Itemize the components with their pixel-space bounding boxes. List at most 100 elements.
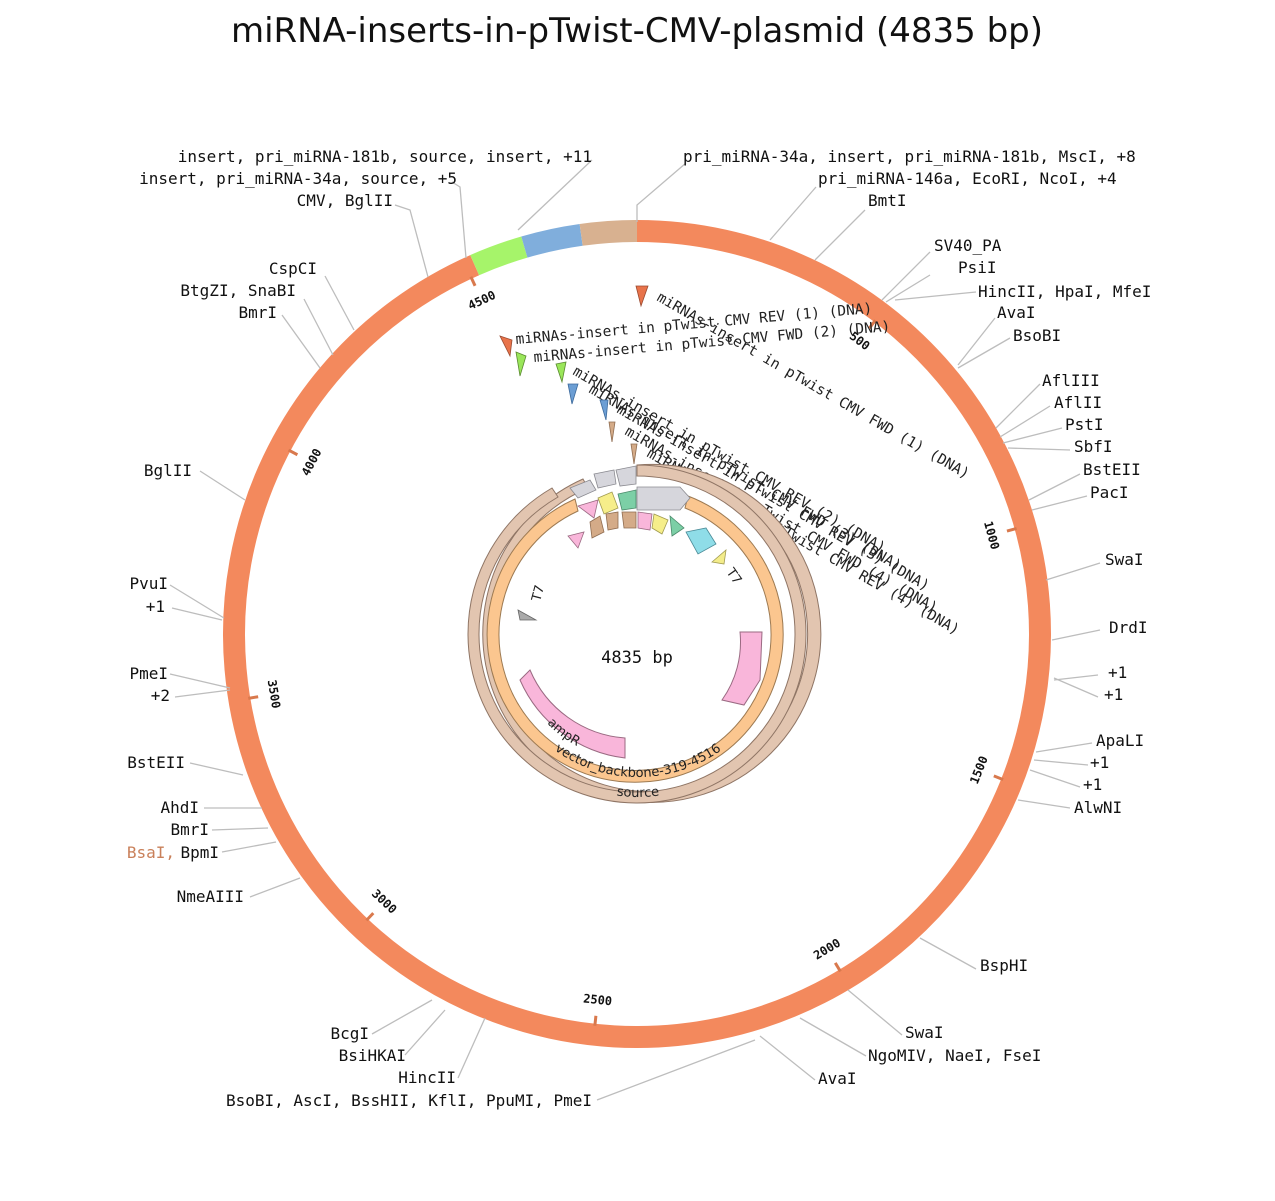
cut-label: insert, pri_miRNA-34a, source, +5 <box>139 169 457 188</box>
cut-label: pri_miRNA-146a, EcoRI, NcoI, +4 <box>818 169 1117 188</box>
primer-marker <box>599 399 609 421</box>
ring-segment-pri-mirna-146a <box>579 220 638 246</box>
cut-label: BmrI <box>238 303 277 322</box>
source-label: source <box>616 785 660 801</box>
cut-label: +1 <box>1083 775 1102 794</box>
cut-label: NmeAIII <box>177 887 244 906</box>
small-feature-arrows <box>567 465 717 555</box>
pink-feature-arrow <box>567 531 585 549</box>
cut-label: PacI <box>1090 483 1129 502</box>
center-length-label: 4835 bp <box>601 648 673 668</box>
primer-marker <box>555 361 567 384</box>
cut-label: AlwNI <box>1074 798 1122 817</box>
cut-label: BmtI <box>868 191 907 210</box>
T7-marker <box>711 549 727 565</box>
tan-feature-arrow <box>621 511 637 529</box>
primer-marker <box>635 285 649 308</box>
source-arc <box>482 463 822 803</box>
cut-label: AvaI <box>818 1069 857 1088</box>
grey-feature-arrow <box>569 479 597 499</box>
cyan-feature-arrow <box>685 527 717 555</box>
cut-label: HincII <box>398 1068 456 1087</box>
plasmid-ring <box>223 220 1051 1048</box>
cut-label: BsoBI <box>1013 326 1061 345</box>
pink-feature-right <box>721 631 763 706</box>
feature-T7-left: T7 <box>517 583 548 621</box>
cut-label: DrdI <box>1109 618 1148 637</box>
cut-label: CspCI <box>269 259 317 278</box>
primer-marker <box>499 335 513 358</box>
T7-label: T7 <box>722 565 744 588</box>
cut-site-labels-right: pri_miRNA-34a, insert, pri_miRNA-181b, M… <box>683 147 1151 1088</box>
tan-feature-arrow <box>589 515 605 539</box>
ring-segment-pri-mirna-34a <box>470 236 528 276</box>
cut-label: BspHI <box>980 956 1028 975</box>
plasmid-title: miRNA-inserts-in-pTwist-CMV-plasmid (483… <box>231 11 1043 51</box>
ampR-arrow <box>519 669 626 759</box>
grey-feature-arrow <box>636 486 691 511</box>
tick-label: 4000 <box>299 446 325 478</box>
tick-mark <box>593 1015 598 1026</box>
cut-label: AflIII <box>1042 371 1100 390</box>
tick-mark <box>287 448 299 457</box>
cut-site-leader-lines <box>169 159 1101 1101</box>
cut-label: PvuI <box>129 574 168 593</box>
feature-T7-right: T7 <box>711 549 744 588</box>
tick-mark <box>469 276 477 287</box>
cut-label: SbfI <box>1074 437 1113 456</box>
T7-label: T7 <box>529 583 548 604</box>
cut-label: BsoBI, AscI, BssHII, KflI, PpuMI, PmeI <box>226 1091 592 1110</box>
cut-label: AhdI <box>160 798 199 817</box>
tick-label: 1000 <box>981 520 1002 552</box>
cut-label: SwaI <box>905 1023 944 1042</box>
cut-label-highlighted: BsaI, <box>127 843 175 862</box>
yellow-feature-arrow <box>597 491 619 515</box>
grey-feature-arrow <box>593 469 617 489</box>
cut-label: +1 <box>1090 753 1109 772</box>
cut-label: BcgI <box>330 1024 369 1043</box>
cut-label: SV40_PA <box>934 236 1002 255</box>
yellow-feature-arrow <box>651 513 669 535</box>
tick-label: 3000 <box>369 886 400 916</box>
cut-label: PmeI <box>129 664 168 683</box>
cut-label: +2 <box>151 686 170 705</box>
ring-segment-backbone <box>223 220 1051 1048</box>
green-feature-arrow <box>617 489 637 511</box>
cut-label: BstEII <box>1083 460 1141 479</box>
primer-marker <box>608 421 616 443</box>
tick-mark <box>1006 526 1017 533</box>
T7-marker <box>517 609 538 621</box>
grey-feature-arrow <box>615 465 637 487</box>
cut-label: PstI <box>1065 415 1104 434</box>
tick-label: 1500 <box>967 754 991 786</box>
cut-label: CMV, BglII <box>297 191 393 210</box>
tick-mark <box>248 695 259 700</box>
ring-segment-pri-mirna-181b <box>521 223 583 258</box>
cut-label: ApaLI <box>1096 731 1144 750</box>
cut-label: +1 <box>1104 685 1123 704</box>
vector-backbone-arc <box>486 495 784 783</box>
cut-label: BtgZI, SnaBI <box>180 281 296 300</box>
cut-label: insert, pri_miRNA-181b, source, insert, … <box>178 147 592 166</box>
cut-label: NgoMIV, NaeI, FseI <box>868 1046 1041 1065</box>
cut-label: AvaI <box>997 303 1036 322</box>
tan-feature-arrow <box>605 511 619 531</box>
feature-source: source <box>467 463 822 804</box>
pink-feature-arrow <box>637 511 653 531</box>
primer-marker <box>515 351 527 377</box>
green-feature-arrow <box>669 515 685 537</box>
tick-mark <box>993 774 1004 781</box>
tick-label: 4500 <box>466 288 498 313</box>
cut-label: BmrI <box>170 820 209 839</box>
cut-label: PsiI <box>958 258 997 277</box>
cut-label: SwaI <box>1105 550 1144 569</box>
primer-marker <box>567 383 579 405</box>
cut-site-labels-left: insert, pri_miRNA-181b, source, insert, … <box>127 147 592 1110</box>
cut-label: BstEII <box>127 753 185 772</box>
cut-label: BglII <box>144 461 192 480</box>
cut-label: BsiHKAI <box>339 1046 406 1065</box>
cut-label: BpmI <box>180 843 219 862</box>
cut-label: +1 <box>146 597 165 616</box>
tick-mark <box>868 319 877 330</box>
source-band <box>467 464 807 804</box>
